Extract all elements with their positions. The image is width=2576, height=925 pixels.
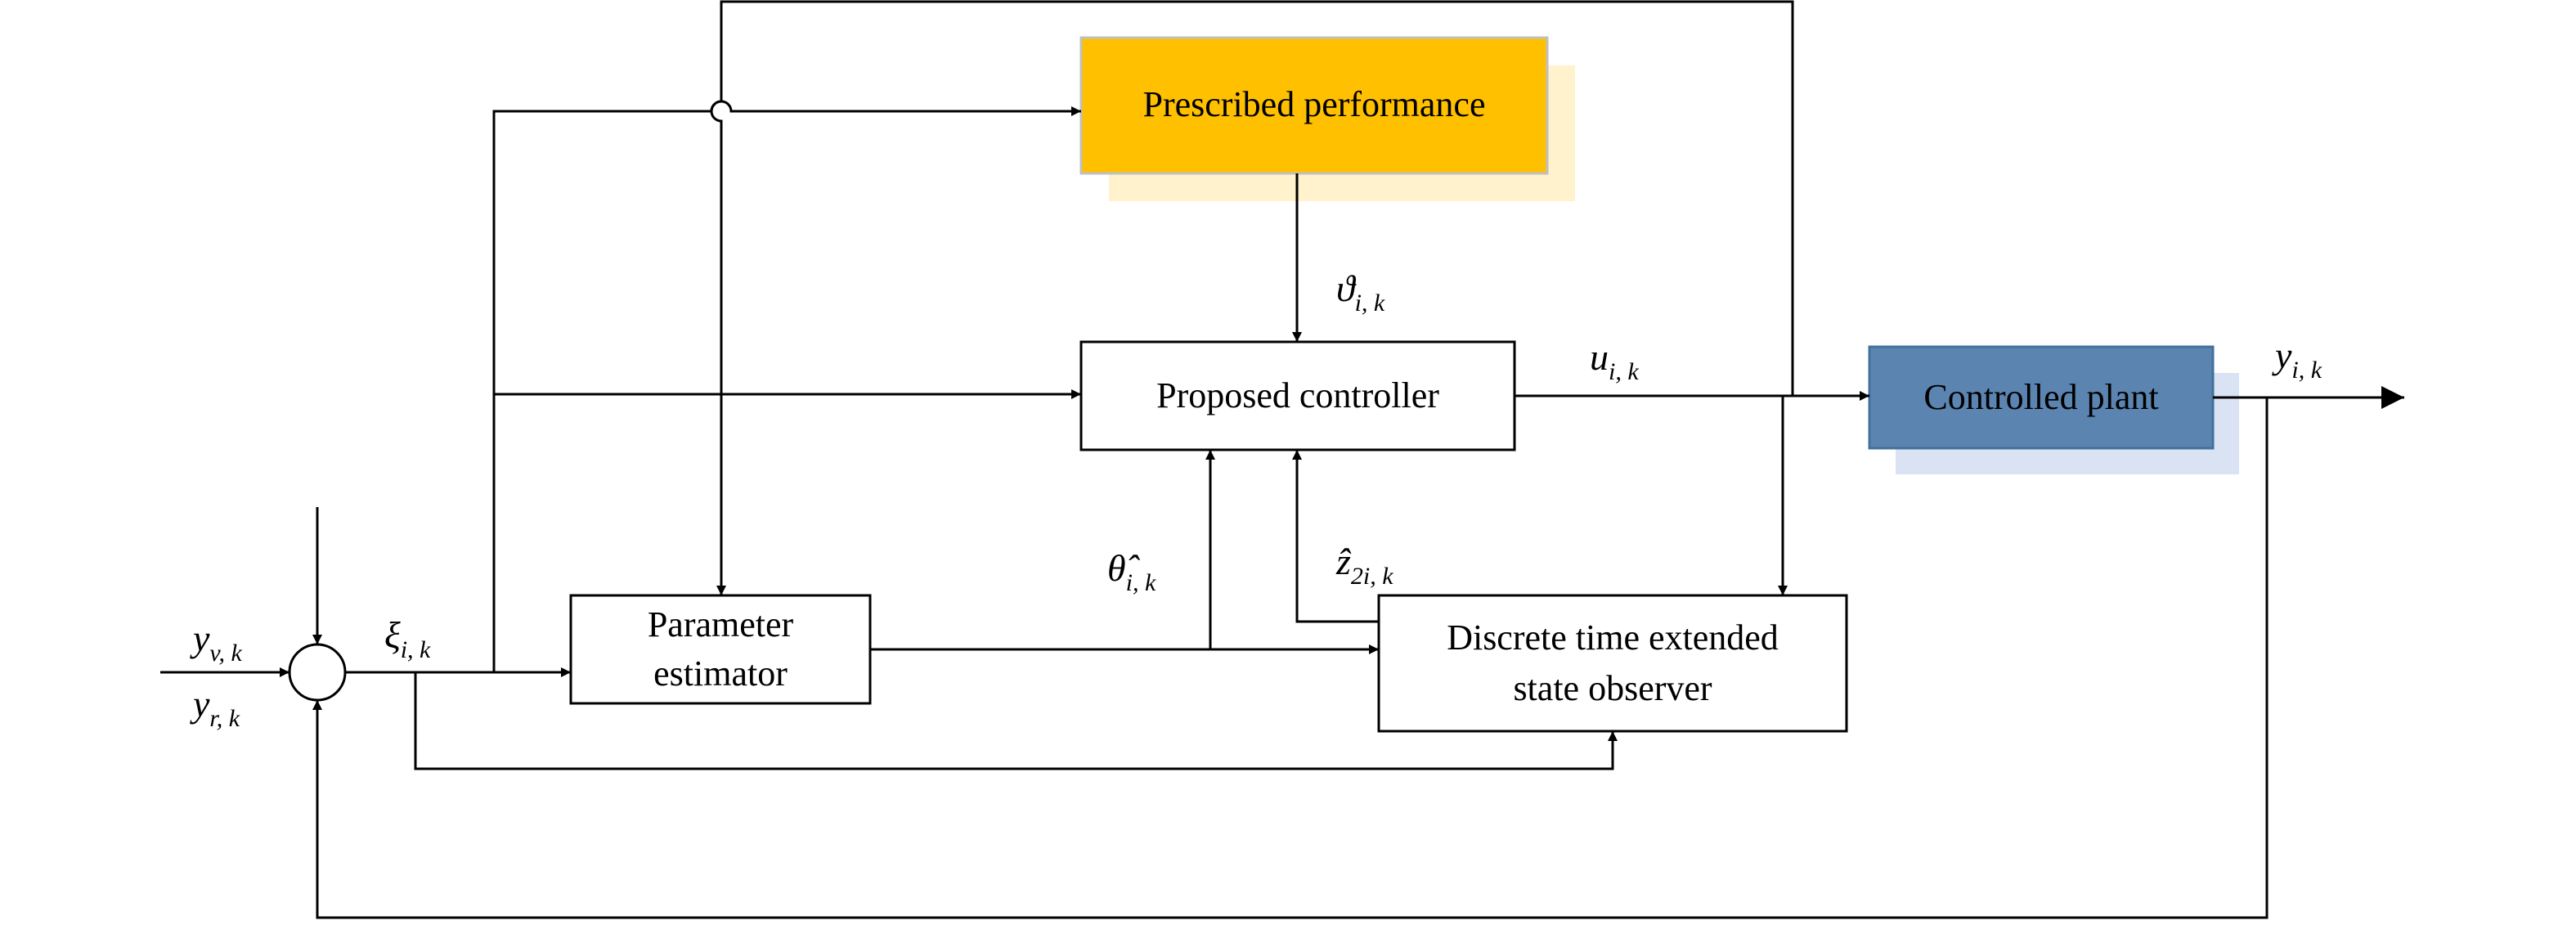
eso-block[interactable] [1377, 594, 1848, 733]
label-z-hat: ẑ2i, k [1335, 541, 1393, 590]
prescribed-performance-label: Prescribed performance [1142, 84, 1485, 124]
eso-label-line1: Discrete time extended [1447, 617, 1779, 658]
wire-zhat-to-controller [1292, 450, 1379, 623]
wire-xi-to-eso [414, 672, 1618, 770]
summing-junction [288, 643, 347, 702]
parameter-estimator-label-line1: Parameter [648, 604, 794, 644]
wire-y-feedback [312, 397, 2269, 919]
label-vartheta: ϑi, k [1336, 267, 1385, 317]
wire-xi-to-prescribed [492, 100, 1081, 672]
parameter-estimator-label-line2: estimator [653, 653, 788, 694]
label-y-output: yi, k [2272, 335, 2322, 384]
label-theta-hat: θ̂i, k [1107, 547, 1156, 596]
proposed-controller-label: Proposed controller [1156, 375, 1439, 415]
label-u: ui, k [1590, 336, 1639, 385]
wire-u-loop-to-estimator [710, 0, 1794, 595]
prescribed-performance-block[interactable] [1079, 36, 1549, 175]
label-yr: yr, k [190, 683, 240, 732]
label-yv: yv, k [190, 617, 243, 667]
label-xi: ξi, k [384, 614, 431, 663]
eso-label-line2: state observer [1513, 668, 1712, 708]
controlled-plant-label: Controlled plant [1923, 377, 2158, 417]
